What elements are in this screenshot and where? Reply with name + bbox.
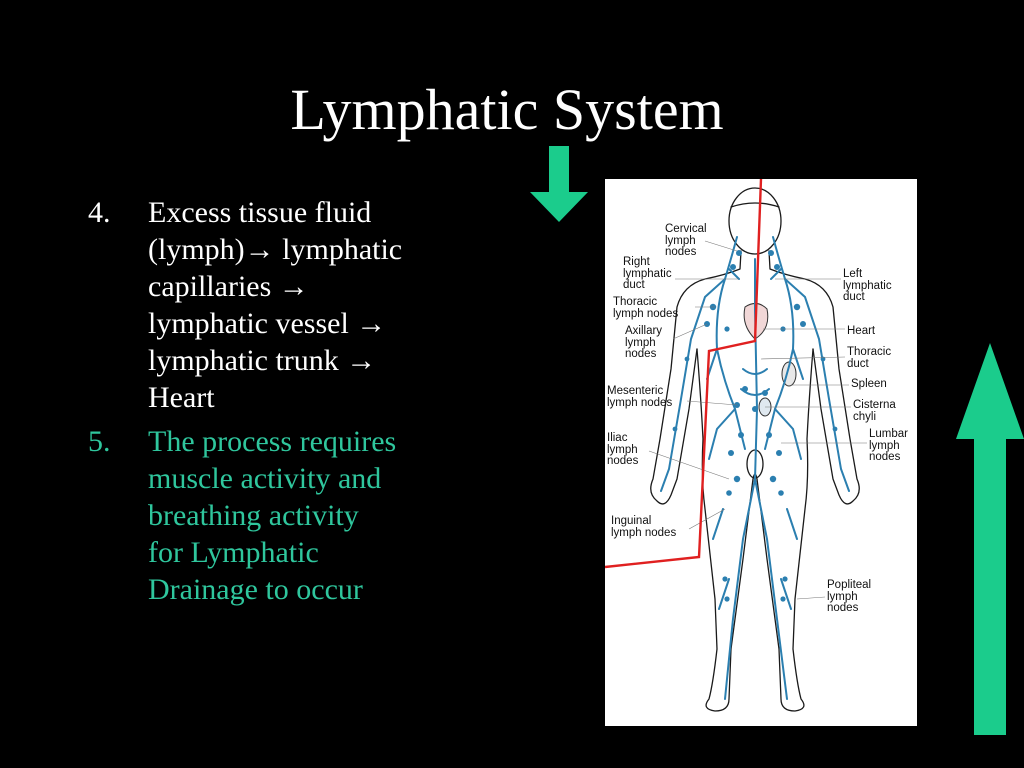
label-axillary-nodes: Axillary lymph nodes [625,325,663,360]
label-inguinal-nodes: Inguinal lymph nodes [611,515,677,539]
slide-title: Lymphatic System [290,77,724,142]
body-outline [650,187,860,712]
bullet-line: (lymph)→ lymphatic [148,233,403,266]
bullet-line: Drainage to occur [148,573,363,606]
label-spleen: Spleen [851,378,887,390]
bullet-line: breathing activity [148,499,359,532]
bullet-line: lymphatic trunk → [148,344,377,377]
arrow-up-icon [956,343,1024,735]
bullet-line: Heart [148,381,215,414]
bullet-number: 5. [88,425,111,458]
bullet-line: for Lymphatic [148,536,319,569]
leader-lines [648,240,867,600]
bullet-text: The process requires muscle activity and… [148,423,508,608]
label-cervical-nodes: Cervical lymph nodes [665,223,707,258]
bullet-text: Excess tissue fluid (lymph)→ lymphatic c… [148,194,508,416]
bullet-line: The process requires [148,425,397,458]
bullet-number: 4. [88,196,111,229]
bullet-item-4: 4. Excess tissue fluid (lymph)→ lymphati… [88,194,508,416]
label-right-duct: Right lymphatic duct [623,256,672,291]
label-thoracic-nodes: Thoracic lymph nodes [613,296,679,320]
label-iliac-nodes: Iliac lymph nodes [607,432,639,467]
label-heart: Heart [847,325,876,337]
label-popliteal-nodes: Popliteal lymph nodes [827,579,872,614]
bullet-list: 4. Excess tissue fluid (lymph)→ lymphati… [88,194,508,615]
label-left-duct: Left lymphatic duct [843,268,892,303]
bullet-line: muscle activity and [148,462,382,495]
lymphatic-diagram: Cervical lymph nodes Right lymphatic duc… [605,179,917,726]
label-lumbar-nodes: Lumbar lymph nodes [869,428,908,463]
organs [743,303,797,417]
body-illustration [605,179,867,712]
lymph-nodes [672,250,838,602]
bullet-line: lymphatic vessel → [148,307,387,340]
label-mesenteric-nodes: Mesenteric lymph nodes [607,385,673,409]
bullet-line: capillaries → [148,270,309,303]
bullet-line: Excess tissue fluid [148,196,372,229]
label-thoracic-duct: Thoracic duct [847,346,892,370]
flow-path-line [605,179,763,569]
label-cisterna-chyli: Cisterna chyli [853,399,896,423]
arrow-down-icon [530,146,588,222]
lymph-vessels [660,236,850,700]
bullet-item-5: 5. The process requires muscle activity … [88,423,508,608]
